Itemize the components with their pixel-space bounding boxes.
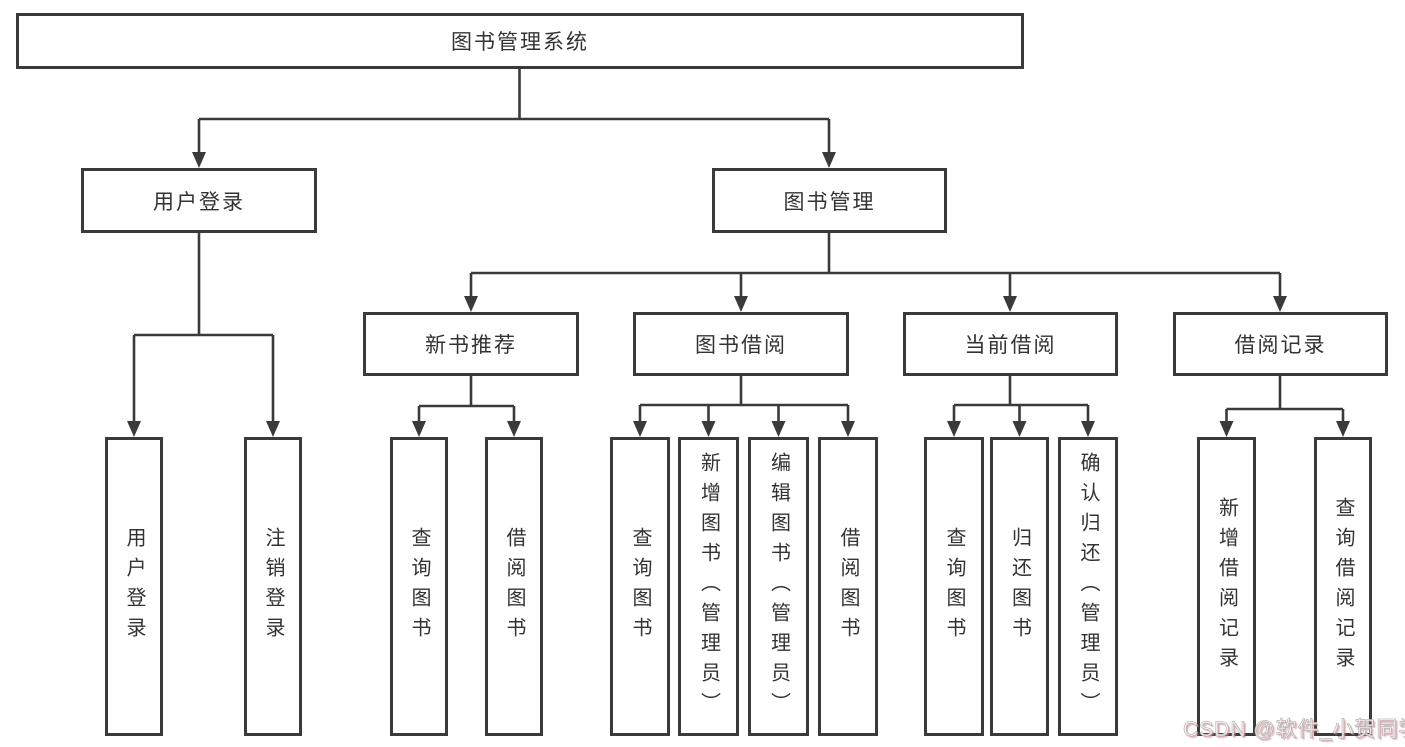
leaf-return-books: 归还图书 — [990, 437, 1049, 736]
connector-line — [952, 376, 1090, 424]
arrowhead — [734, 296, 748, 312]
leaf-label: 查询图书 — [943, 526, 965, 647]
arrowhead — [127, 421, 141, 437]
connector-line — [132, 232, 275, 424]
arrowhead — [1081, 421, 1095, 437]
arrowhead — [1012, 421, 1027, 437]
leaf-borrow-books: 借阅图书 — [818, 437, 878, 736]
leaf-borrow-books-recommend: 借阅图书 — [485, 437, 543, 736]
leaf-label: 注销登录 — [262, 526, 284, 647]
connector-new-book-recommend-children — [412, 376, 521, 437]
arrowhead — [1273, 296, 1287, 312]
leaf-label: 用户登录 — [123, 526, 145, 647]
leaf-label: 新增借阅记录 — [1215, 496, 1238, 677]
leaf-confirm-return-admin: 确认归还（管理员） — [1058, 437, 1118, 736]
node-label: 借阅记录 — [1234, 334, 1327, 357]
connector-line — [1225, 376, 1345, 424]
connector-current-borrow-children — [947, 376, 1095, 437]
arrowhead — [1336, 421, 1350, 437]
connector-user-login-children — [127, 232, 280, 437]
leaf-label: 查询图书 — [408, 526, 430, 647]
arrowhead — [412, 421, 426, 437]
leaf-query-books-borrow: 查询图书 — [610, 437, 670, 736]
leaf-logout: 注销登录 — [244, 437, 302, 736]
leaf-query-books-current: 查询图书 — [924, 437, 984, 736]
leaf-label: 确认归还（管理员） — [1077, 451, 1099, 722]
leaf-edit-books-admin: 编辑图书（管理员） — [748, 437, 809, 736]
connector-line — [417, 376, 516, 424]
arrowhead — [841, 421, 855, 437]
node-label: 当前借阅 — [964, 334, 1057, 357]
arrowhead — [1219, 421, 1234, 437]
node-library-management-system: 图书管理系统 — [16, 13, 1024, 69]
leaf-add-books-admin: 新增图书（管理员） — [678, 437, 739, 736]
node-new-book-recommend: 新书推荐 — [363, 312, 579, 376]
node-label: 图书管理 — [783, 190, 876, 214]
connector-line — [638, 376, 850, 424]
leaf-label: 借阅图书 — [503, 526, 525, 647]
leaf-label: 编辑图书（管理员） — [767, 451, 790, 722]
connector-line — [469, 232, 1282, 298]
leaf-query-books-recommend: 查询图书 — [390, 437, 448, 736]
connector-book-borrow-children — [633, 376, 855, 437]
leaf-query-borrow-record: 查询借阅记录 — [1314, 437, 1372, 736]
node-current-borrow: 当前借阅 — [903, 312, 1118, 376]
node-book-management: 图书管理 — [712, 168, 947, 233]
leaf-add-borrow-record: 新增借阅记录 — [1197, 437, 1256, 736]
node-label: 图书借阅 — [695, 334, 787, 357]
connector-borrow-records-children — [1219, 376, 1350, 437]
leaf-label: 新增图书（管理员） — [697, 451, 720, 722]
arrowhead — [701, 421, 716, 437]
connector-line — [197, 66, 831, 154]
node-book-borrow: 图书借阅 — [633, 312, 849, 376]
node-borrow-records: 借阅记录 — [1173, 312, 1388, 376]
node-label: 图书管理系统 — [451, 31, 589, 54]
csdn-watermark: CSDN @软件_小贺同学 — [1183, 718, 1405, 742]
arrowhead — [947, 421, 961, 437]
arrowhead — [192, 152, 206, 168]
leaf-label: 借阅图书 — [837, 526, 859, 647]
leaf-user-login: 用户登录 — [105, 437, 163, 736]
arrowhead — [822, 152, 836, 168]
leaf-label: 查询图书 — [629, 526, 651, 647]
leaf-label: 查询借阅记录 — [1332, 496, 1354, 677]
connector-root-to-level2 — [192, 66, 836, 168]
leaf-label: 归还图书 — [1008, 526, 1031, 647]
arrowhead — [507, 421, 521, 437]
node-label: 用户登录 — [153, 190, 245, 214]
connector-book-management-children — [464, 232, 1287, 312]
arrowhead — [771, 421, 786, 437]
node-user-login: 用户登录 — [81, 168, 317, 233]
arrowhead — [633, 421, 647, 437]
arrowhead — [266, 421, 280, 437]
arrowhead — [464, 296, 478, 312]
arrowhead — [1003, 296, 1017, 312]
node-label: 新书推荐 — [425, 334, 517, 357]
